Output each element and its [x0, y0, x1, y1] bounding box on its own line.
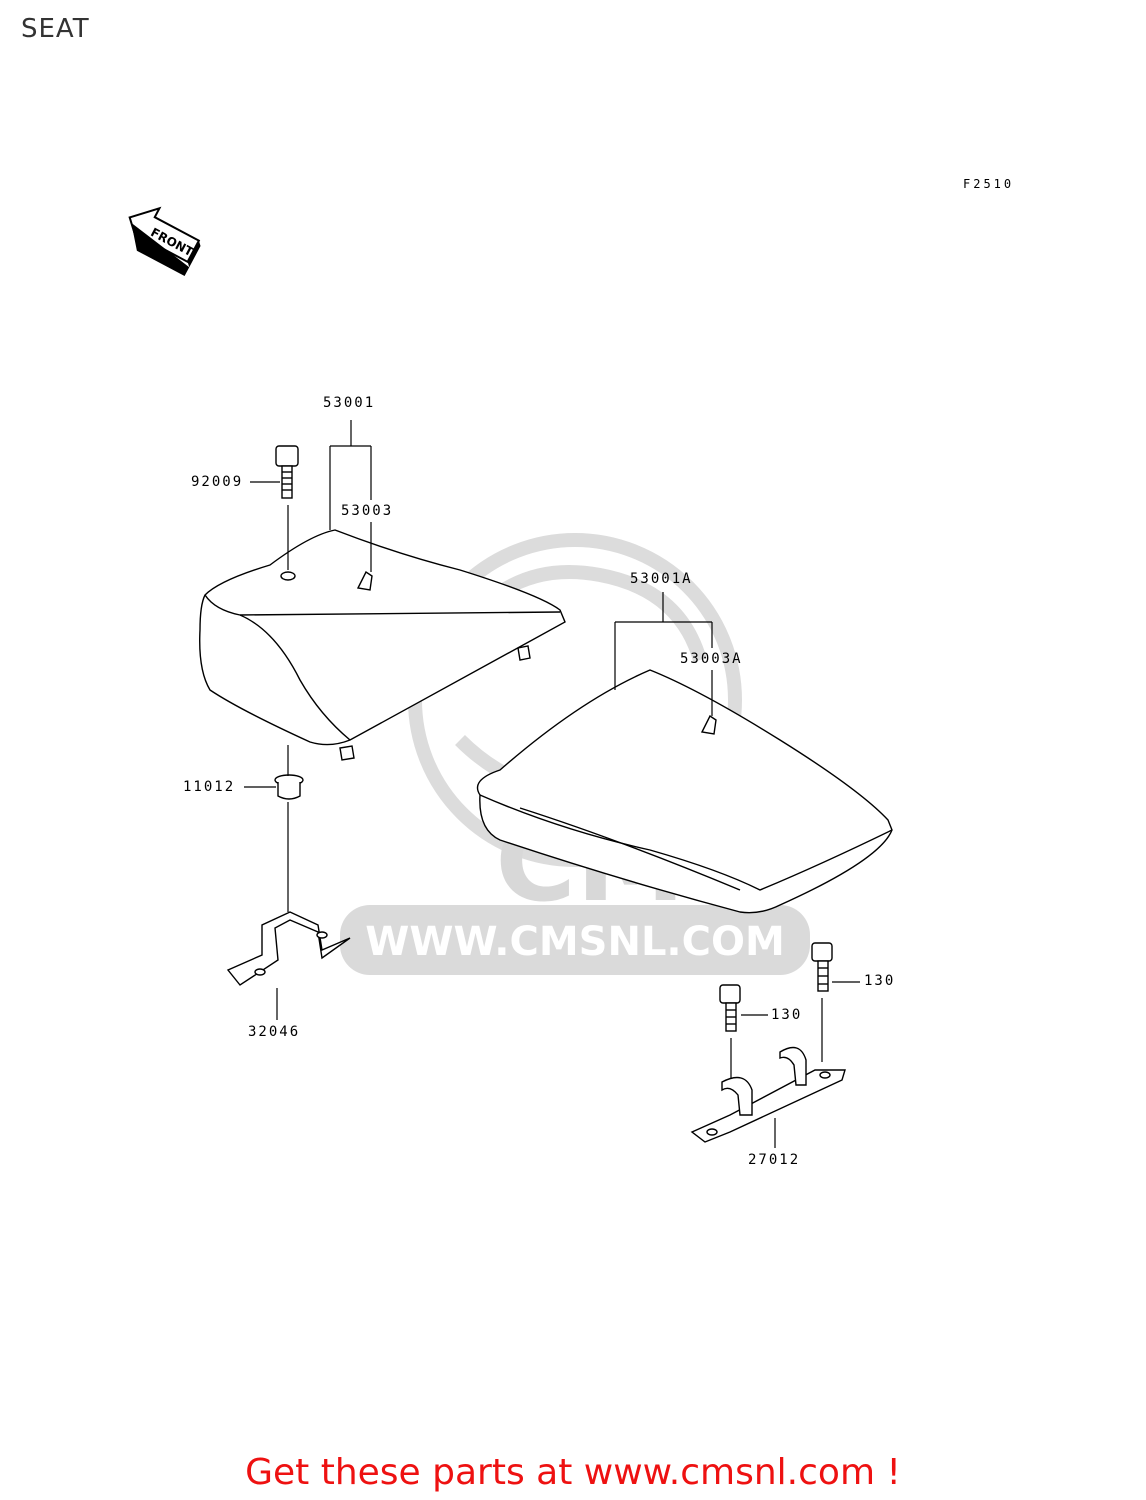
bolt-92009 — [275, 445, 299, 499]
callout-32046: 32046 — [248, 1024, 301, 1040]
rear-seat — [476, 669, 893, 914]
callout-92009: 92009 — [191, 474, 244, 490]
cta-link[interactable]: Get these parts at www.cmsnl.com ! — [245, 1452, 901, 1493]
front-seat — [199, 529, 566, 761]
grommet-11012 — [274, 774, 304, 800]
callout-53003: 53003 — [341, 503, 394, 519]
bracket-32046 — [226, 911, 351, 986]
bolt-130-lower — [719, 984, 741, 1032]
front-arrow-icon: FRONT — [128, 206, 201, 277]
leader-lines — [244, 420, 860, 1148]
callout-53001: 53001 — [323, 395, 376, 411]
bracket-27012 — [690, 1046, 846, 1143]
watermark-url: WWW.CMSNL.COM — [365, 919, 785, 965]
callout-11012: 11012 — [183, 779, 236, 795]
bolt-130-upper — [811, 942, 833, 992]
watermark-banner — [340, 905, 810, 975]
callout-27012: 27012 — [748, 1152, 801, 1168]
callout-53003A: 53003A — [680, 651, 743, 667]
callout-130-upper: 130 — [864, 973, 896, 989]
figure-code: F2510 — [963, 177, 1015, 191]
callout-130-lower: 130 — [771, 1007, 803, 1023]
callout-53001A: 53001A — [630, 571, 693, 587]
page-title: SEAT — [21, 14, 90, 44]
